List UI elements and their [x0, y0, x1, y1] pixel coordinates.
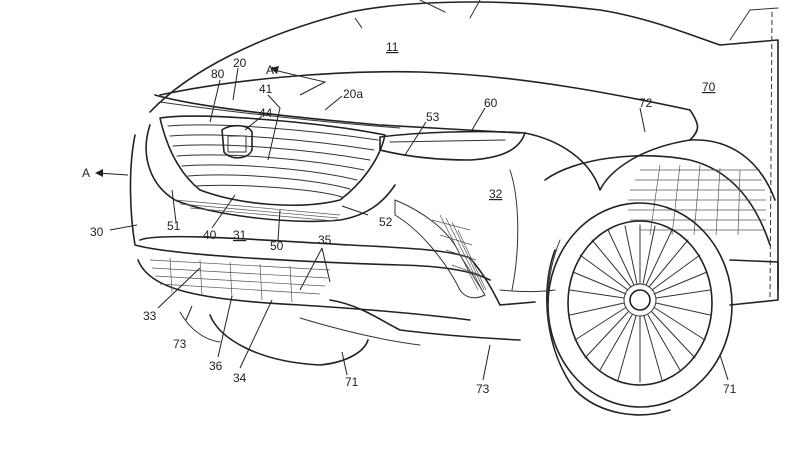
hood-outline — [149, 0, 779, 301]
front-wheel — [546, 202, 733, 416]
section-arrows — [95, 66, 327, 177]
label-35: 35 — [318, 233, 332, 247]
lower-intake-mesh — [149, 257, 331, 303]
label-34: 34 — [233, 371, 247, 385]
label-41: 41 — [259, 82, 273, 96]
label-72: 72 — [639, 96, 653, 110]
label-40: 40 — [203, 228, 217, 242]
label-70: 70 — [702, 80, 716, 94]
label-11: 11 — [386, 40, 399, 54]
label-51: 51 — [167, 219, 181, 233]
wheel-well — [628, 164, 766, 236]
label-31: 31 — [233, 228, 247, 242]
label-20: 20 — [233, 56, 247, 70]
label-80: 80 — [211, 67, 225, 81]
label-53: 53 — [426, 110, 440, 124]
front-bumper — [129, 134, 536, 346]
grille-bars — [167, 124, 379, 198]
leader-lines — [109, 17, 729, 381]
label-50: 50 — [270, 239, 284, 253]
grille — [145, 115, 396, 223]
label-73-left: 73 — [173, 337, 187, 351]
label-A-left: A — [82, 166, 90, 180]
label-71-right: 71 — [723, 382, 737, 396]
label-52: 52 — [379, 215, 393, 229]
label-33: 33 — [143, 309, 157, 323]
label-20a: 20a — [343, 87, 363, 101]
hood-front-edge — [154, 94, 521, 134]
label-44: 44 — [259, 106, 273, 120]
label-73-right: 73 — [476, 382, 490, 396]
label-32: 32 — [489, 187, 503, 201]
label-60: 60 — [484, 96, 498, 110]
label-30: 30 — [90, 225, 104, 239]
side-intake-mesh — [431, 214, 487, 291]
reference-labels: 11 20 20a 80 A 41 44 53 60 72 70 A 32 30… — [82, 40, 737, 396]
label-36: 36 — [209, 359, 223, 373]
body-side — [499, 259, 779, 306]
fender — [509, 109, 776, 291]
wheel-spokes — [569, 224, 711, 383]
label-A-top: A — [266, 63, 274, 77]
label-71-left: 71 — [345, 375, 359, 389]
lower-tyres — [179, 311, 369, 366]
headlamp — [379, 130, 526, 161]
